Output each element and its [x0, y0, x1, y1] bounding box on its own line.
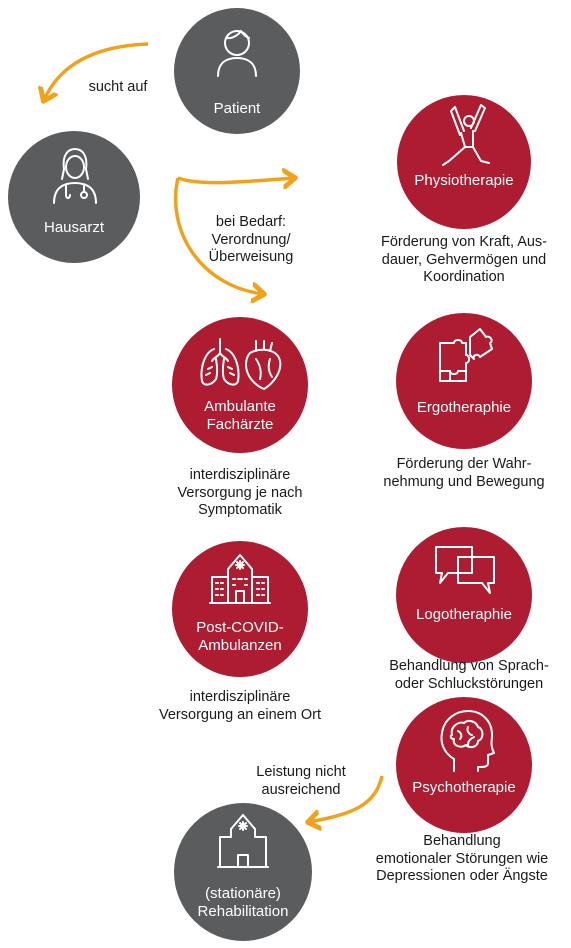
edge-label-sucht-auf: sucht auf [88, 79, 148, 95]
psychotherapie-label: Psychotherapie [412, 779, 516, 796]
ergotherapie-description: Förderung der Wahr- nehmung und Bewegung [364, 456, 564, 491]
psychotherapie-node: Psychotherapie [396, 697, 532, 833]
description-line: Symptomatik [198, 502, 282, 518]
label-line: Ambulante [204, 398, 276, 415]
fachaerzte-description: interdisziplinäre Versorgung je nach Sym… [150, 467, 330, 520]
yoga-icon [442, 104, 490, 166]
description-line: Versorgung je nach [177, 484, 303, 501]
fachaerzte-node: Ambulante Fachärzte [172, 317, 308, 453]
person-icon [217, 30, 257, 77]
edge-label-bei-bedarf: bei Bedarf: Verordnung/ Überweisung [196, 214, 306, 267]
description-line: Behandlung [423, 833, 501, 849]
hospital-icon [209, 554, 271, 604]
edge-label-leistung: Leistung nicht ausreichend [236, 764, 366, 799]
lungs-heart-icon [200, 338, 282, 390]
logotherapie-description: Behandlung von Sprach- oder Schluckstöru… [364, 658, 571, 693]
description-line: Koordination [423, 269, 505, 285]
arrow-to-physiotherapie [177, 178, 294, 183]
post-covid-node: Post-COVID- Ambulanzen [172, 541, 308, 677]
edge-label-line: Verordnung/ [211, 231, 291, 248]
logotherapie-node: Logotheraphie [396, 527, 532, 663]
rehabilitation-label: (stationäre) Rehabilitation [174, 885, 312, 921]
ergotherapie-label: Ergotheraphie [416, 399, 512, 416]
edge-label-line: Leistung nicht [256, 764, 346, 780]
speech-bubbles-icon [435, 546, 495, 594]
description-line: interdisziplinäre [189, 467, 291, 483]
ergotherapie-node: Ergotheraphie [396, 313, 532, 449]
physiotherapie-label: Physiotherapie [414, 172, 514, 189]
edge-label-line: bei Bedarf: [215, 214, 287, 230]
clinic-icon [217, 814, 269, 868]
puzzle-icon [439, 328, 493, 382]
description-line: nehmung und Bewegung [383, 473, 545, 490]
post-covid-description: interdisziplinäre Versorgung an einem Or… [130, 689, 350, 724]
brain-head-icon [440, 710, 495, 772]
description-line: emotionaler Störungen wie [375, 850, 549, 867]
patient-node: Patient [174, 8, 300, 134]
description-line: dauer, Gehvermögen und [381, 251, 547, 268]
description-line: Behandlung von Sprach- [389, 658, 549, 674]
doctor-icon [53, 148, 97, 204]
psychotherapie-description: Behandlung emotionaler Störungen wie Dep… [352, 833, 571, 886]
description-line: Förderung der Wahr- [396, 456, 532, 472]
description-line: oder Schluckstörungen [394, 675, 544, 692]
description-line: interdisziplinäre [189, 689, 291, 705]
physiotherapie-description: Förderung von Kraft, Aus- dauer, Gehverm… [354, 234, 571, 287]
label-line: Ambulanzen [198, 637, 282, 654]
description-line: Versorgung an einem Ort [158, 706, 321, 723]
post-covid-label: Post-COVID- Ambulanzen [172, 619, 308, 655]
edge-label-line: Überweisung [208, 249, 294, 265]
hausarzt-node: Hausarzt [8, 131, 140, 263]
hausarzt-label: Hausarzt [43, 219, 105, 236]
fachaerzte-label: Ambulante Fachärzte [172, 398, 308, 434]
rehabilitation-node: (stationäre) Rehabilitation [174, 803, 312, 941]
label-line: Rehabilitation [197, 903, 289, 920]
label-line: (stationäre) [205, 885, 281, 902]
physiotherapie-node: Physiotherapie [397, 95, 531, 229]
patient-label: Patient [213, 100, 261, 117]
label-line: Fachärzte [206, 416, 274, 433]
edge-label-line: ausreichend [261, 781, 341, 798]
logotherapie-label: Logotheraphie [416, 606, 512, 623]
description-line: Depressionen oder Ängste [376, 868, 548, 884]
description-line: Förderung von Kraft, Aus- [380, 234, 548, 250]
label-line: Post-COVID- [196, 619, 284, 636]
